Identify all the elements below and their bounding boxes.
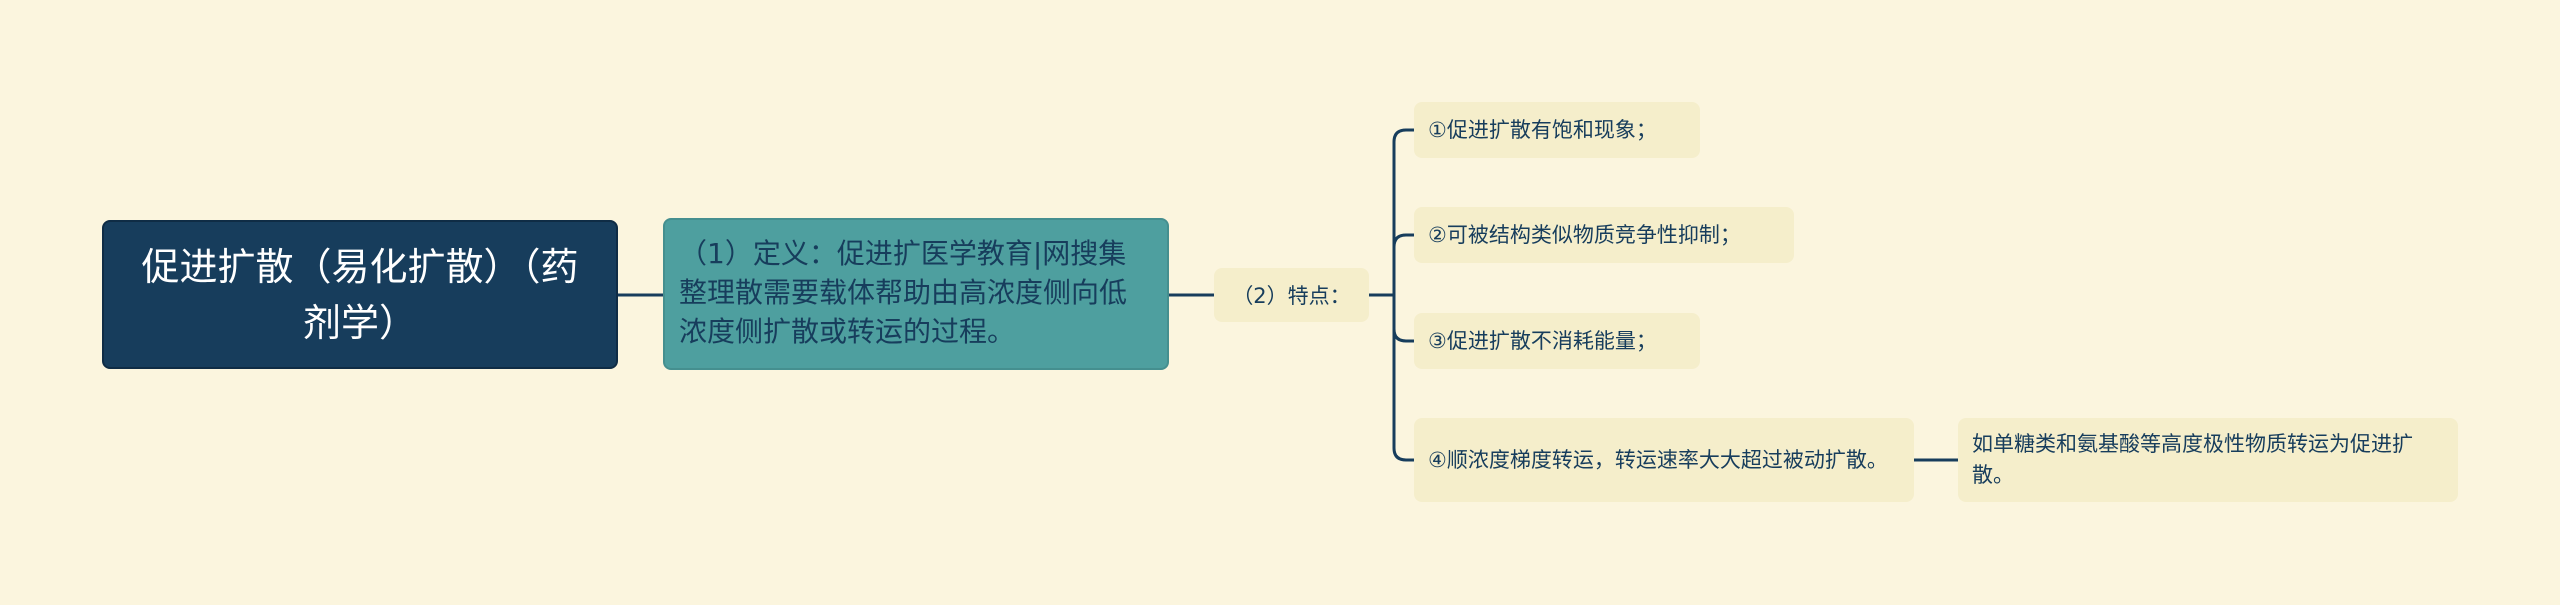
root-topic[interactable]: 促进扩散（易化扩散）（药剂学） [102,220,618,369]
feature-item-2[interactable]: ②可被结构类似物质竞争性抑制； [1414,207,1794,263]
feature-item-label: ①促进扩散有饱和现象； [1428,117,1657,142]
feature-item-label: ③促进扩散不消耗能量； [1428,328,1657,353]
feature-item-1[interactable]: ①促进扩散有饱和现象； [1414,102,1700,158]
feature-detail-label: 如单糖类和氨基酸等高度极性物质转运为促进扩散。 [1972,432,2413,487]
features-topic-label: （2）特点： [1232,284,1351,308]
feature-detail[interactable]: 如单糖类和氨基酸等高度极性物质转运为促进扩散。 [1958,418,2458,502]
feature-item-4[interactable]: ④顺浓度梯度转运，转运速率大大超过被动扩散。 [1414,418,1914,502]
feature-item-label: ④顺浓度梯度转运，转运速率大大超过被动扩散。 [1428,447,1888,472]
link-branch-2 [1392,233,1414,248]
link-branch-3 [1392,328,1414,343]
feature-item-3[interactable]: ③促进扩散不消耗能量； [1414,313,1700,369]
definition-topic-label: （1）定义：促进扩医学教育|网搜集整理散需要载体帮助由高浓度侧向低浓度侧扩散或转… [679,237,1128,348]
feature-item-label: ②可被结构类似物质竞争性抑制； [1428,222,1741,247]
definition-topic[interactable]: （1）定义：促进扩医学教育|网搜集整理散需要载体帮助由高浓度侧向低浓度侧扩散或转… [663,218,1169,370]
root-topic-label: 促进扩散（易化扩散）（药剂学） [141,244,579,345]
features-topic[interactable]: （2）特点： [1214,268,1369,322]
link-branch-bracket [1392,128,1414,462]
